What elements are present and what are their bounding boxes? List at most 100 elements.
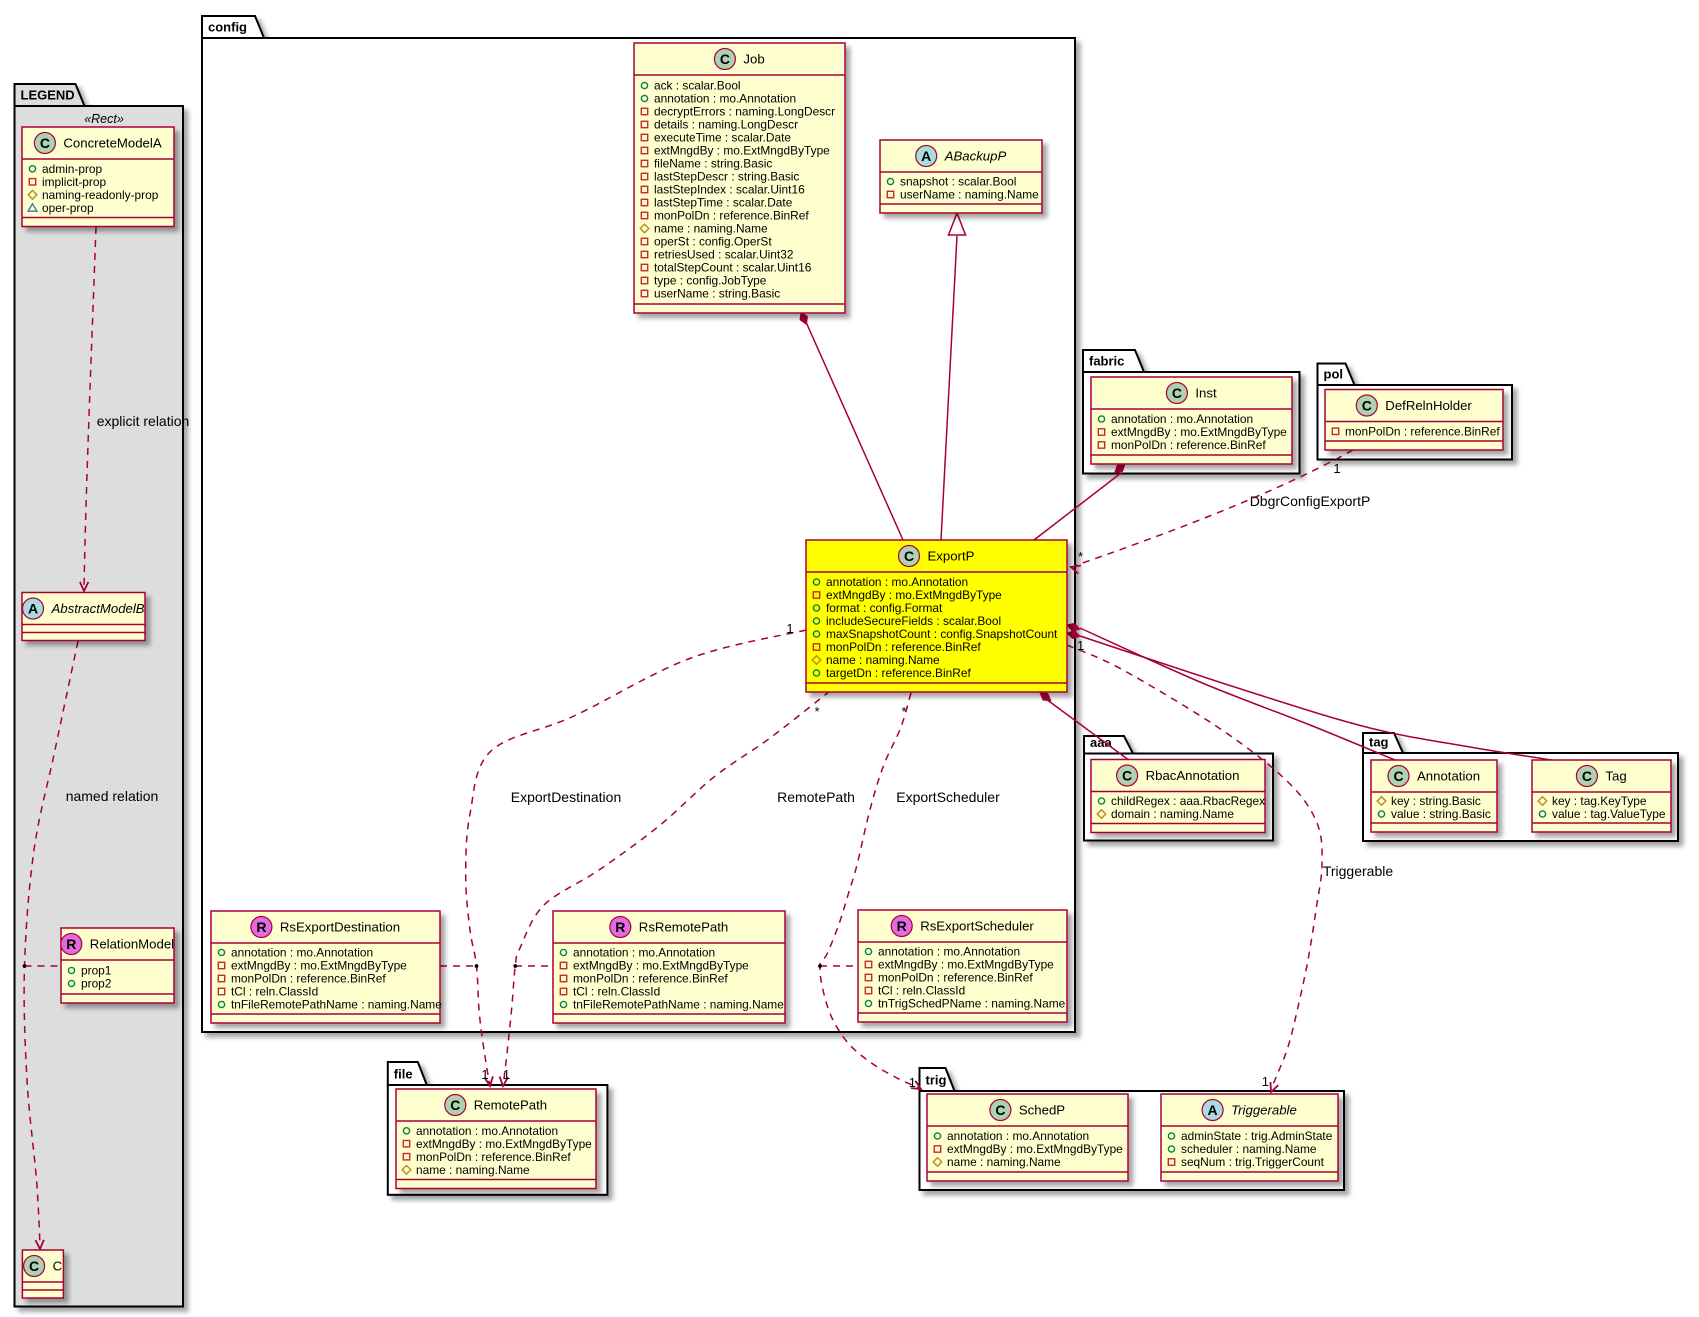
- svg-text:C: C: [995, 1102, 1005, 1118]
- svg-text:monPolDn : reference.BinRef: monPolDn : reference.BinRef: [1111, 438, 1266, 452]
- svg-text:lastStepDescr : string.Basic: lastStepDescr : string.Basic: [654, 170, 799, 184]
- svg-text:config: config: [208, 20, 247, 35]
- svg-text:C: C: [29, 1258, 39, 1274]
- svg-text:annotation : mo.Annotation: annotation : mo.Annotation: [654, 92, 796, 106]
- svg-text:R: R: [897, 918, 907, 934]
- svg-text:pol: pol: [1324, 367, 1344, 382]
- svg-text:RemotePath: RemotePath: [474, 1098, 547, 1113]
- svg-text:monPolDn : reference.BinRef: monPolDn : reference.BinRef: [416, 1150, 571, 1164]
- svg-text:A: A: [28, 600, 38, 616]
- svg-text:tnFileRemotePathName : naming.: tnFileRemotePathName : naming.Name: [573, 998, 784, 1012]
- svg-text:value : string.Basic: value : string.Basic: [1391, 807, 1491, 821]
- svg-text:1: 1: [481, 1067, 488, 1082]
- svg-text:C: C: [40, 135, 50, 151]
- svg-text:scheduler : naming.Name: scheduler : naming.Name: [1181, 1142, 1317, 1156]
- svg-text:RelationModel: RelationModel: [90, 937, 174, 952]
- svg-text:C: C: [53, 1259, 63, 1274]
- svg-text:monPolDn : reference.BinRef: monPolDn : reference.BinRef: [573, 972, 728, 986]
- svg-text:A: A: [1208, 1102, 1218, 1118]
- svg-text:ExportP: ExportP: [928, 549, 975, 564]
- svg-text:C: C: [1393, 768, 1403, 784]
- svg-text:operSt : config.OperSt: operSt : config.OperSt: [654, 235, 772, 249]
- svg-text:userName : naming.Name: userName : naming.Name: [900, 188, 1039, 202]
- svg-text:Triggerable: Triggerable: [1231, 1103, 1297, 1118]
- svg-text:*: *: [1078, 549, 1083, 564]
- svg-text:annotation : mo.Annotation: annotation : mo.Annotation: [947, 1129, 1089, 1143]
- svg-text:C: C: [720, 51, 730, 67]
- svg-text:ExportDestination: ExportDestination: [511, 789, 622, 805]
- svg-text:annotation : mo.Annotation: annotation : mo.Annotation: [1111, 412, 1253, 426]
- svg-text:monPolDn : reference.BinRef: monPolDn : reference.BinRef: [1345, 424, 1500, 438]
- svg-text:A: A: [921, 148, 931, 164]
- svg-text:C: C: [904, 548, 914, 564]
- svg-text:Annotation: Annotation: [1417, 769, 1480, 784]
- svg-text:monPolDn : reference.BinRef: monPolDn : reference.BinRef: [654, 209, 809, 223]
- svg-text:format : config.Format: format : config.Format: [826, 601, 943, 615]
- svg-text:tCl : reln.ClassId: tCl : reln.ClassId: [573, 985, 660, 999]
- svg-text:fabric: fabric: [1089, 354, 1124, 369]
- svg-text:1: 1: [1077, 638, 1084, 653]
- svg-text:annotation : mo.Annotation: annotation : mo.Annotation: [878, 945, 1020, 959]
- svg-text:ExportScheduler: ExportScheduler: [896, 789, 1000, 805]
- svg-text:name : naming.Name: name : naming.Name: [654, 222, 768, 236]
- svg-text:C: C: [1362, 397, 1372, 413]
- svg-text:annotation : mo.Annotation: annotation : mo.Annotation: [416, 1124, 558, 1138]
- svg-text:fileName : string.Basic: fileName : string.Basic: [654, 157, 772, 171]
- svg-text:oper-prop: oper-prop: [42, 201, 94, 215]
- svg-text:lastStepIndex : scalar.Uint16: lastStepIndex : scalar.Uint16: [654, 183, 805, 197]
- svg-text:R: R: [615, 919, 625, 935]
- svg-text:extMngdBy : mo.ExtMngdByType: extMngdBy : mo.ExtMngdByType: [416, 1137, 592, 1151]
- svg-text:monPolDn : reference.BinRef: monPolDn : reference.BinRef: [231, 972, 386, 986]
- svg-text:key : tag.KeyType: key : tag.KeyType: [1552, 794, 1647, 808]
- svg-text:Tag: Tag: [1605, 769, 1626, 784]
- svg-text:ABackupP: ABackupP: [944, 149, 1007, 164]
- svg-text:R: R: [66, 936, 76, 952]
- svg-text:C: C: [450, 1097, 460, 1113]
- svg-text:Inst: Inst: [1195, 386, 1217, 401]
- svg-text:SchedP: SchedP: [1019, 1103, 1065, 1118]
- svg-text:extMngdBy : mo.ExtMngdByType: extMngdBy : mo.ExtMngdByType: [947, 1142, 1123, 1156]
- svg-text:annotation : mo.Annotation: annotation : mo.Annotation: [573, 946, 715, 960]
- svg-text:RsRemotePath: RsRemotePath: [639, 920, 728, 935]
- svg-text:lastStepTime : scalar.Date: lastStepTime : scalar.Date: [654, 196, 793, 210]
- svg-text:Job: Job: [743, 52, 764, 67]
- svg-text:totalStepCount : scalar.Uint16: totalStepCount : scalar.Uint16: [654, 261, 812, 275]
- svg-text:extMngdBy : mo.ExtMngdByType: extMngdBy : mo.ExtMngdByType: [878, 958, 1054, 972]
- svg-text:extMngdBy : mo.ExtMngdByType: extMngdBy : mo.ExtMngdByType: [231, 959, 407, 973]
- svg-text:C: C: [1122, 767, 1132, 783]
- svg-text:adminState : trig.AdminState: adminState : trig.AdminState: [1181, 1129, 1333, 1143]
- svg-text:AbstractModelB: AbstractModelB: [51, 601, 145, 616]
- svg-text:userName : string.Basic: userName : string.Basic: [654, 287, 780, 301]
- svg-text:file: file: [394, 1067, 413, 1082]
- svg-text:*: *: [814, 704, 819, 719]
- svg-text:retriesUsed : scalar.Uint32: retriesUsed : scalar.Uint32: [654, 248, 794, 262]
- svg-text:C: C: [1172, 385, 1182, 401]
- svg-text:admin-prop: admin-prop: [42, 162, 103, 176]
- svg-text:monPolDn : reference.BinRef: monPolDn : reference.BinRef: [878, 971, 1033, 985]
- svg-text:includeSecureFields : scalar.B: includeSecureFields : scalar.Bool: [826, 614, 1001, 628]
- svg-text:RsExportDestination: RsExportDestination: [280, 920, 400, 935]
- svg-text:maxSnapshotCount : config.Snap: maxSnapshotCount : config.SnapshotCount: [826, 627, 1058, 641]
- svg-text:domain : naming.Name: domain : naming.Name: [1111, 807, 1234, 821]
- svg-text:childRegex : aaa.RbacRegex: childRegex : aaa.RbacRegex: [1111, 794, 1265, 808]
- svg-text:extMngdBy : mo.ExtMngdByType: extMngdBy : mo.ExtMngdByType: [826, 588, 1002, 602]
- svg-text:1: 1: [1262, 1074, 1269, 1089]
- svg-text:«Rect»: «Rect»: [84, 112, 124, 126]
- svg-text:naming-readonly-prop: naming-readonly-prop: [42, 188, 159, 202]
- svg-text:*: *: [901, 704, 906, 719]
- svg-text:annotation : mo.Annotation: annotation : mo.Annotation: [231, 946, 373, 960]
- svg-text:decryptErrors : naming.LongDes: decryptErrors : naming.LongDescr: [654, 105, 835, 119]
- svg-text:1: 1: [1333, 461, 1340, 476]
- svg-text:type : config.JobType: type : config.JobType: [654, 274, 767, 288]
- svg-text:executeTime : scalar.Date: executeTime : scalar.Date: [654, 131, 791, 145]
- svg-text:prop2: prop2: [81, 977, 112, 991]
- svg-text:value : tag.ValueType: value : tag.ValueType: [1552, 807, 1666, 821]
- svg-text:1: 1: [503, 1067, 510, 1082]
- svg-text:RsExportScheduler: RsExportScheduler: [920, 919, 1034, 934]
- svg-text:seqNum : trig.TriggerCount: seqNum : trig.TriggerCount: [1181, 1155, 1325, 1169]
- svg-text:tag: tag: [1369, 735, 1389, 750]
- svg-text:1: 1: [909, 1075, 916, 1090]
- svg-text:extMngdBy : mo.ExtMngdByType: extMngdBy : mo.ExtMngdByType: [1111, 425, 1287, 439]
- svg-text:R: R: [256, 919, 266, 935]
- svg-text:explicit relation: explicit relation: [97, 413, 190, 429]
